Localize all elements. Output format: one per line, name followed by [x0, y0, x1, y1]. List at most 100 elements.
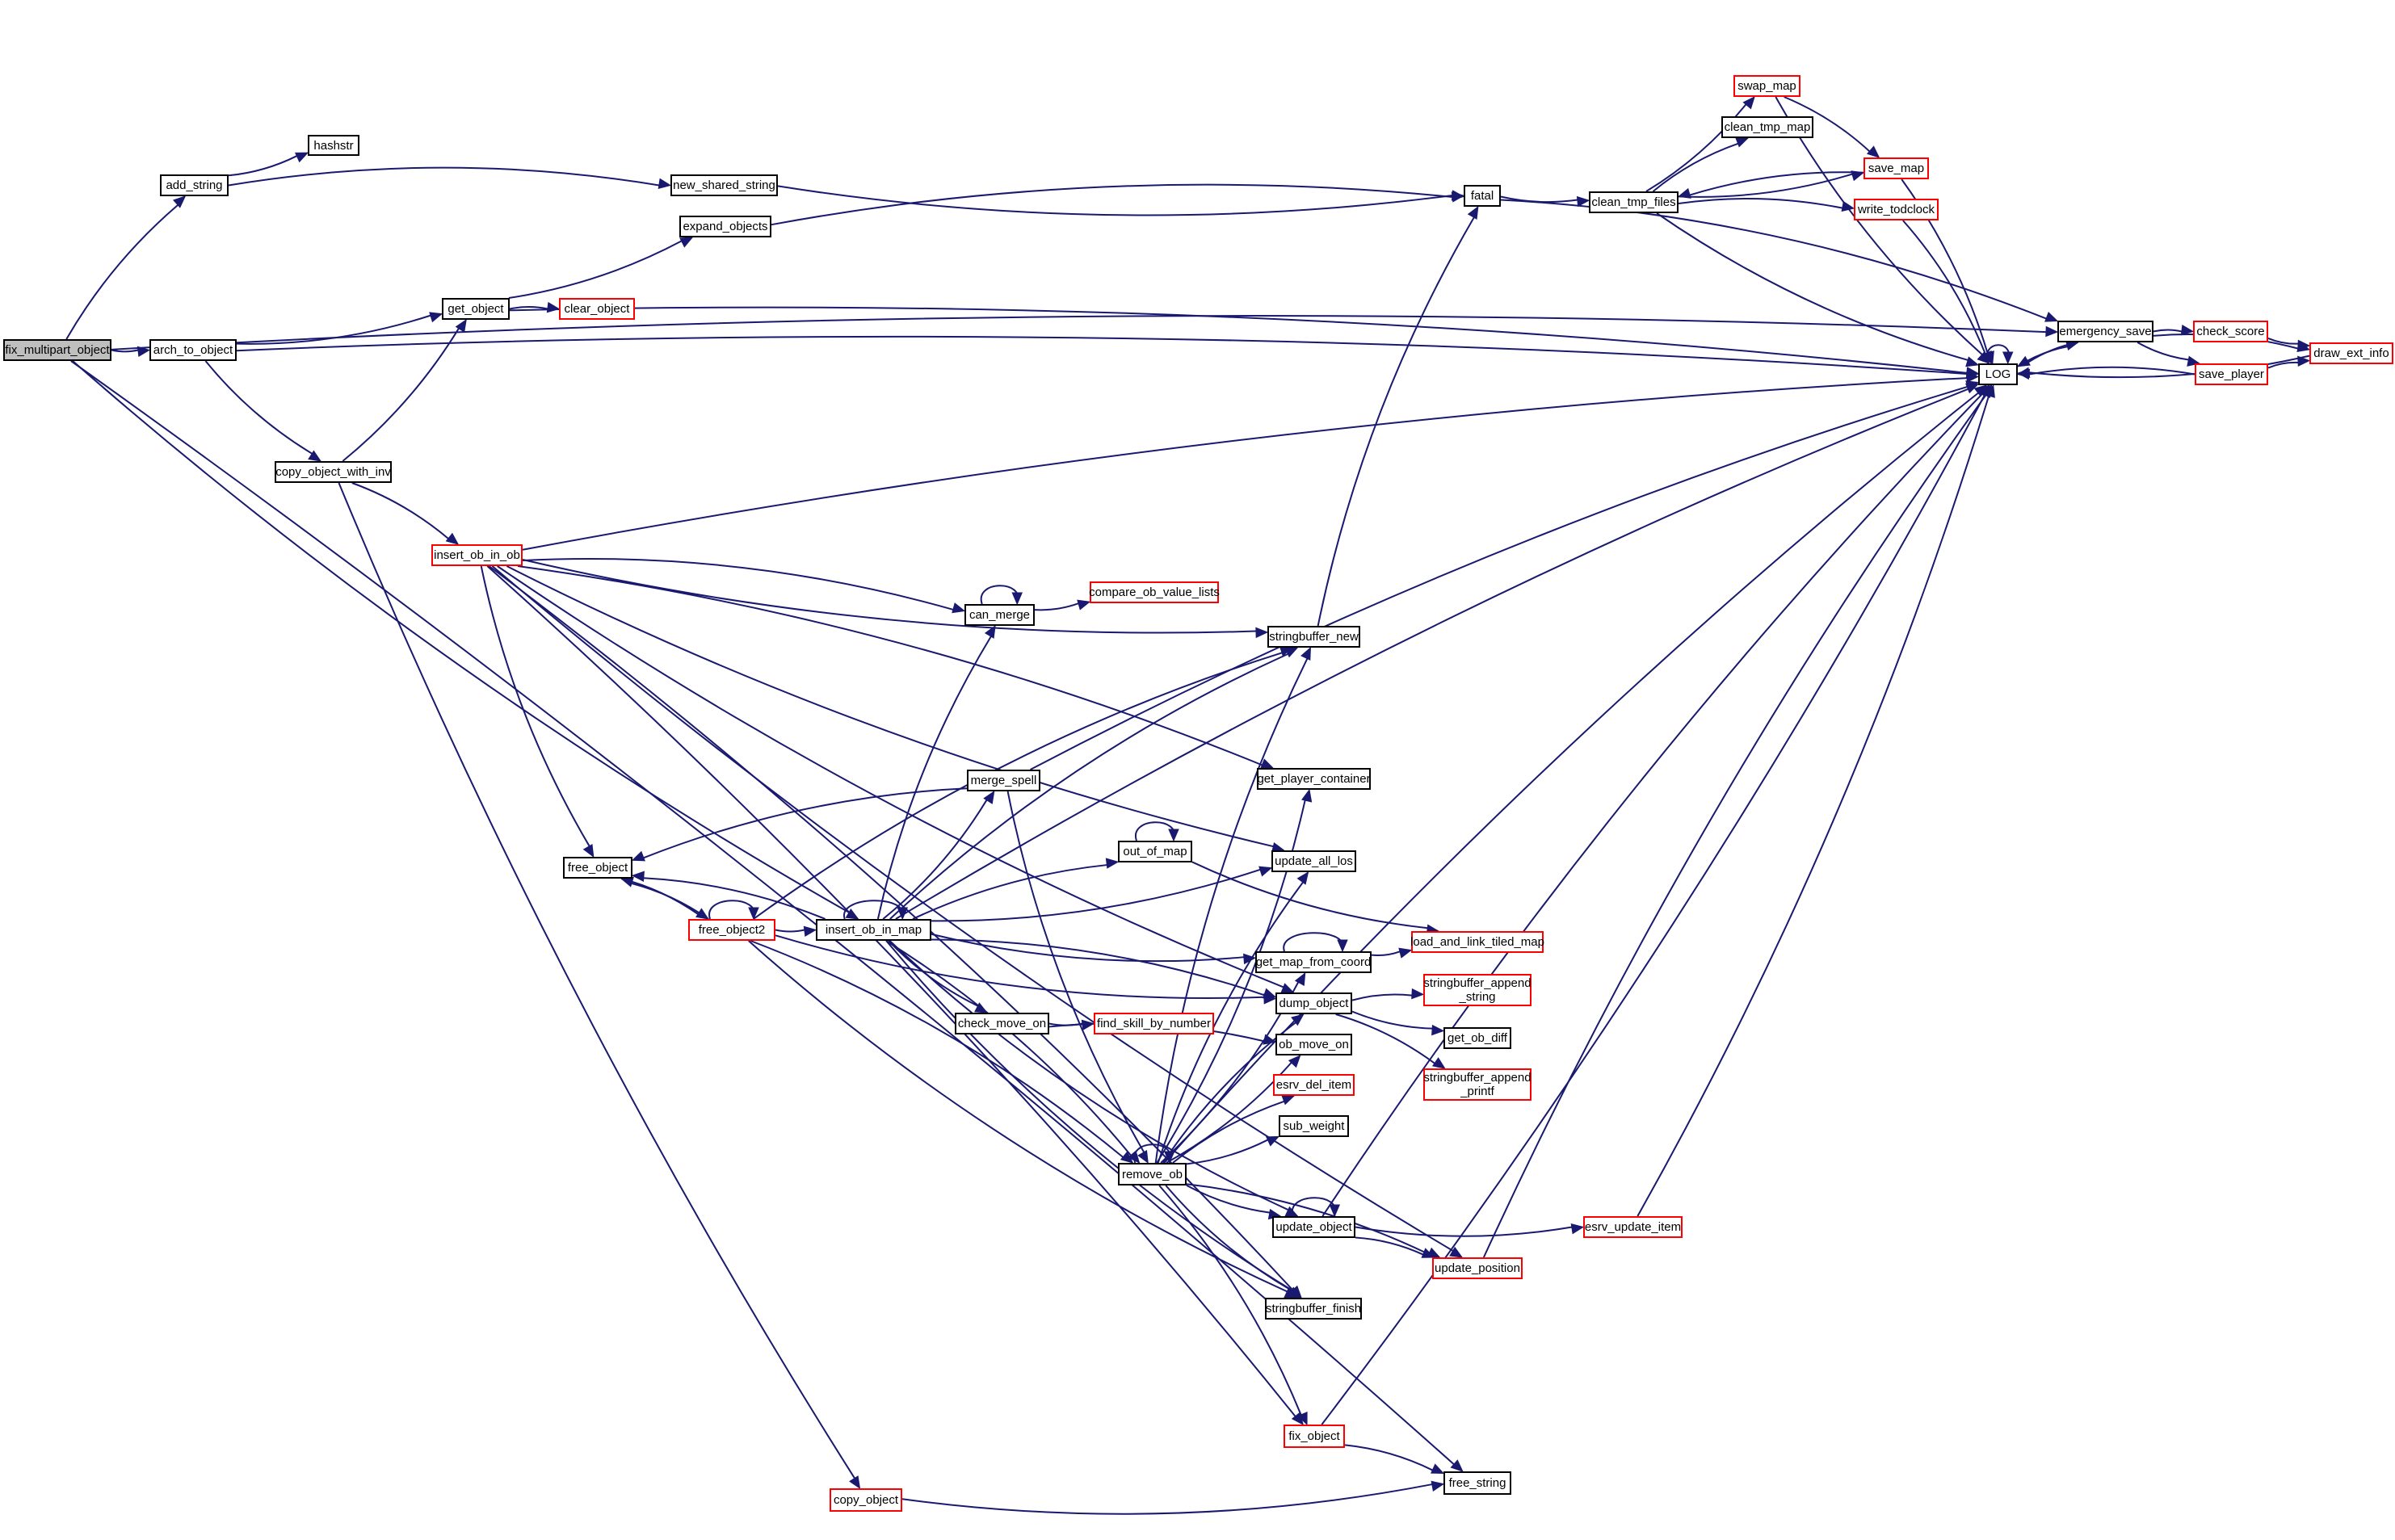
- node-get-ob-diff[interactable]: get_ob_diff: [1443, 1027, 1511, 1049]
- node-get-object[interactable]: get_object: [442, 298, 510, 320]
- node-swap-map[interactable]: swap_map: [1733, 75, 1800, 97]
- node-update-all-los[interactable]: update_all_los: [1271, 850, 1356, 872]
- node-label: write_todclock: [1857, 203, 1935, 216]
- edge-write_todclock-to-LOG: [1902, 220, 1992, 365]
- node-ob-move-on[interactable]: ob_move_on: [1275, 1034, 1352, 1055]
- node-save-map[interactable]: save_map: [1863, 157, 1929, 179]
- node-esrv-del-item[interactable]: esrv_del_item: [1273, 1074, 1355, 1096]
- node-fatal[interactable]: fatal: [1464, 185, 1501, 207]
- node-draw-ext-info[interactable]: draw_ext_info: [2309, 342, 2393, 364]
- arrowhead-icon: [631, 850, 645, 862]
- node-label: clean_tmp_files: [1591, 195, 1676, 209]
- node-label: remove_ob: [1121, 1167, 1183, 1181]
- node-get-player-container[interactable]: get_player_container: [1257, 768, 1371, 790]
- node-save-player[interactable]: save_player: [2195, 363, 2268, 385]
- arrowhead-icon: [1258, 866, 1273, 877]
- edge-line: [885, 940, 1293, 1291]
- edge-line: [748, 940, 1288, 1293]
- node-remove-ob[interactable]: remove_ob: [1118, 1163, 1187, 1185]
- node-label: free_object2: [698, 923, 766, 937]
- node-label: stringbuffer_new: [1269, 630, 1359, 644]
- node-sub-weight[interactable]: sub_weight: [1279, 1115, 1349, 1137]
- node-update-position[interactable]: update_position: [1432, 1257, 1523, 1279]
- node-insert-ob-in-map[interactable]: insert_ob_in_map: [816, 919, 931, 941]
- edge-line: [775, 934, 1265, 1000]
- node-get-map-from-coord[interactable]: get_map_from_coord: [1255, 951, 1372, 973]
- edge-draw_ext_info-to-LOG: [2016, 355, 2310, 380]
- edge-line: [1191, 861, 1428, 929]
- edge-line: [1165, 1185, 1292, 1291]
- node-log[interactable]: LOG: [1978, 363, 2018, 385]
- node-clear-object[interactable]: clear_object: [559, 298, 635, 320]
- node-add-string[interactable]: add_string: [160, 174, 229, 196]
- arrowhead-icon: [1301, 788, 1313, 803]
- node-label: can_merge: [969, 608, 1031, 622]
- edge-line: [236, 335, 1968, 375]
- node-insert-ob-in-ob[interactable]: insert_ob_in_ob: [431, 544, 523, 566]
- edge-emergency_save-to-check_score: [2153, 325, 2195, 336]
- node-copy-object-with-inv[interactable]: copy_object_with_inv: [275, 461, 392, 483]
- node-free-object[interactable]: free_object: [563, 857, 632, 879]
- edge-remove_ob-to-stringbuffer_new: [1154, 646, 1311, 1164]
- node-esrv-update-item[interactable]: esrv_update_item: [1583, 1216, 1683, 1238]
- edge-insert_ob_in_map-to-can_merge: [876, 624, 996, 920]
- node-compare-ob-value-lists[interactable]: compare_ob_value_lists: [1089, 581, 1220, 603]
- node-merge-spell[interactable]: merge_spell: [967, 770, 1040, 791]
- node-label: save_player: [2199, 367, 2264, 381]
- node-label: emergency_save: [2059, 325, 2152, 338]
- node-stringbuffer-append-printf[interactable]: stringbuffer_append _printf: [1423, 1068, 1532, 1101]
- node-stringbuffer-new[interactable]: stringbuffer_new: [1267, 626, 1360, 648]
- edge-stringbuffer_new-to-fatal: [1317, 205, 1479, 627]
- node-out-of-map[interactable]: out_of_map: [1118, 841, 1192, 862]
- node-check-score[interactable]: check_score: [2193, 321, 2268, 342]
- edge-get_object-to-LOG: [509, 306, 1980, 378]
- edge-line: [2028, 355, 2310, 379]
- node-label: clean_tmp_map: [1724, 120, 1811, 134]
- arrowhead-icon: [1260, 758, 1275, 769]
- edge-line: [1186, 1183, 1430, 1256]
- node-label: out_of_map: [1123, 845, 1187, 858]
- node-fix-multipart-object[interactable]: fix_multipart_object: [3, 339, 111, 361]
- node-stringbuffer-append-string[interactable]: stringbuffer_append _string: [1423, 974, 1532, 1006]
- node-label: new_shared_string: [673, 178, 775, 192]
- node-clean-tmp-files[interactable]: clean_tmp_files: [1589, 191, 1679, 213]
- arrowhead-icon: [2297, 355, 2311, 367]
- arrowhead-icon: [295, 152, 309, 163]
- node-can-merge[interactable]: can_merge: [964, 604, 1035, 626]
- node-fix-object[interactable]: fix_object: [1284, 1425, 1345, 1448]
- arrowhead-icon: [2180, 325, 2195, 336]
- node-write-todclock[interactable]: write_todclock: [1854, 199, 1939, 220]
- arrowhead-icon: [1431, 1057, 1446, 1069]
- edge-update_object-to-update_object: [1291, 1197, 1341, 1218]
- node-free-string[interactable]: free_string: [1443, 1471, 1511, 1495]
- node-copy-object[interactable]: copy_object: [830, 1488, 902, 1512]
- edge-line: [1154, 657, 1309, 1164]
- node-load-and-link-tiled-map[interactable]: load_and_link_tiled_map: [1410, 931, 1544, 953]
- edge-line: [2027, 342, 2078, 363]
- arrowhead-icon: [1300, 646, 1311, 661]
- edge-get_map_from_coord-to-load_and_link_tiled_map: [1371, 947, 1413, 959]
- arrowhead-icon: [1329, 1204, 1341, 1218]
- edge-remove_ob-to-update_all_los: [1157, 871, 1309, 1164]
- edge-line: [901, 1483, 1433, 1515]
- edge-fix_object-to-free_string: [1344, 1444, 1445, 1474]
- arrowhead-icon: [1137, 1150, 1149, 1164]
- edge-line: [506, 565, 1274, 848]
- node-dump-object[interactable]: dump_object: [1275, 992, 1352, 1014]
- node-expand-objects[interactable]: expand_objects: [679, 216, 771, 237]
- node-arch-to-object[interactable]: arch_to_object: [149, 339, 237, 361]
- node-find-skill-by-number[interactable]: find_skill_by_number: [1094, 1013, 1214, 1034]
- node-label: copy_object_with_inv: [275, 465, 391, 479]
- node-update-object[interactable]: update_object: [1272, 1216, 1355, 1238]
- node-emergency-save[interactable]: emergency_save: [2057, 321, 2153, 342]
- arrowhead-icon: [1735, 136, 1750, 148]
- node-free-object2[interactable]: free_object2: [688, 919, 775, 941]
- node-check-move-on[interactable]: check_move_on: [955, 1013, 1049, 1034]
- node-new-shared-string[interactable]: new_shared_string: [670, 174, 778, 196]
- edge-line: [1678, 173, 1853, 198]
- edge-line: [2137, 342, 2189, 361]
- node-hashstr[interactable]: hashstr: [308, 135, 359, 156]
- node-clean-tmp-map[interactable]: clean_tmp_map: [1721, 116, 1813, 138]
- node-stringbuffer-finish[interactable]: stringbuffer_finish: [1265, 1298, 1362, 1320]
